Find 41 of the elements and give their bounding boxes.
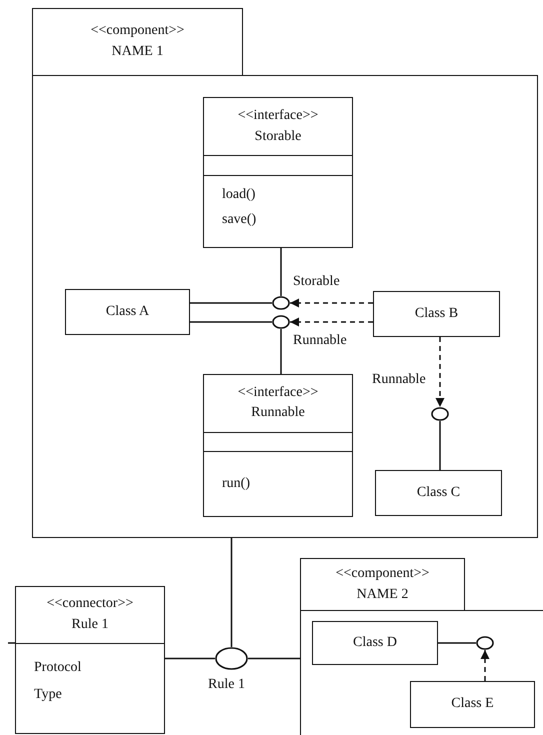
- interface-name: Runnable: [251, 405, 305, 422]
- connector-name: Rule 1: [72, 617, 108, 634]
- class-name: Class B: [414, 306, 458, 322]
- connector-line: [439, 421, 441, 470]
- connector-line: [280, 329, 282, 374]
- dependency-arrow: [480, 650, 490, 681]
- attribute-label: Protocol: [34, 660, 82, 676]
- class-box: [65, 289, 190, 335]
- dependency-arrow: [436, 337, 444, 407]
- class-name: Class C: [416, 484, 460, 502]
- component-name: NAME 2: [356, 586, 408, 604]
- class-box: [410, 681, 535, 728]
- stereotype-label: <<component>>: [336, 566, 430, 583]
- connector-line: [165, 658, 215, 660]
- class-name: Class A: [106, 304, 150, 320]
- attribute-label: Type: [34, 686, 62, 704]
- operation-label: load(): [222, 187, 256, 204]
- dependency-arrow: [290, 318, 373, 326]
- connector-line: [438, 642, 476, 644]
- class-box: [312, 621, 438, 665]
- connector-line: [190, 321, 272, 323]
- dependency-arrow: [290, 298, 373, 308]
- connector-line: [248, 658, 300, 660]
- operation-label: save(): [222, 212, 256, 229]
- stereotype-label: <<connector>>: [46, 596, 134, 613]
- operation-label: run(): [222, 476, 250, 493]
- stereotype-label: <<component>>: [90, 23, 184, 40]
- stereotype-label: <<interface>>: [238, 384, 318, 402]
- connector-line: [280, 248, 282, 296]
- connector-line: [190, 302, 272, 304]
- connector-line: [230, 538, 232, 647]
- connector-box: [15, 586, 165, 734]
- class-name: Class E: [451, 696, 494, 713]
- interface-name: Storable: [254, 128, 302, 146]
- class-name: Class D: [353, 634, 397, 652]
- interface-box: [203, 97, 353, 248]
- interface-box: [203, 374, 353, 517]
- component-name: NAME 1: [112, 44, 164, 62]
- stereotype-label: <<interface>>: [238, 108, 318, 124]
- class-box: [375, 470, 502, 516]
- class-box: [373, 291, 500, 337]
